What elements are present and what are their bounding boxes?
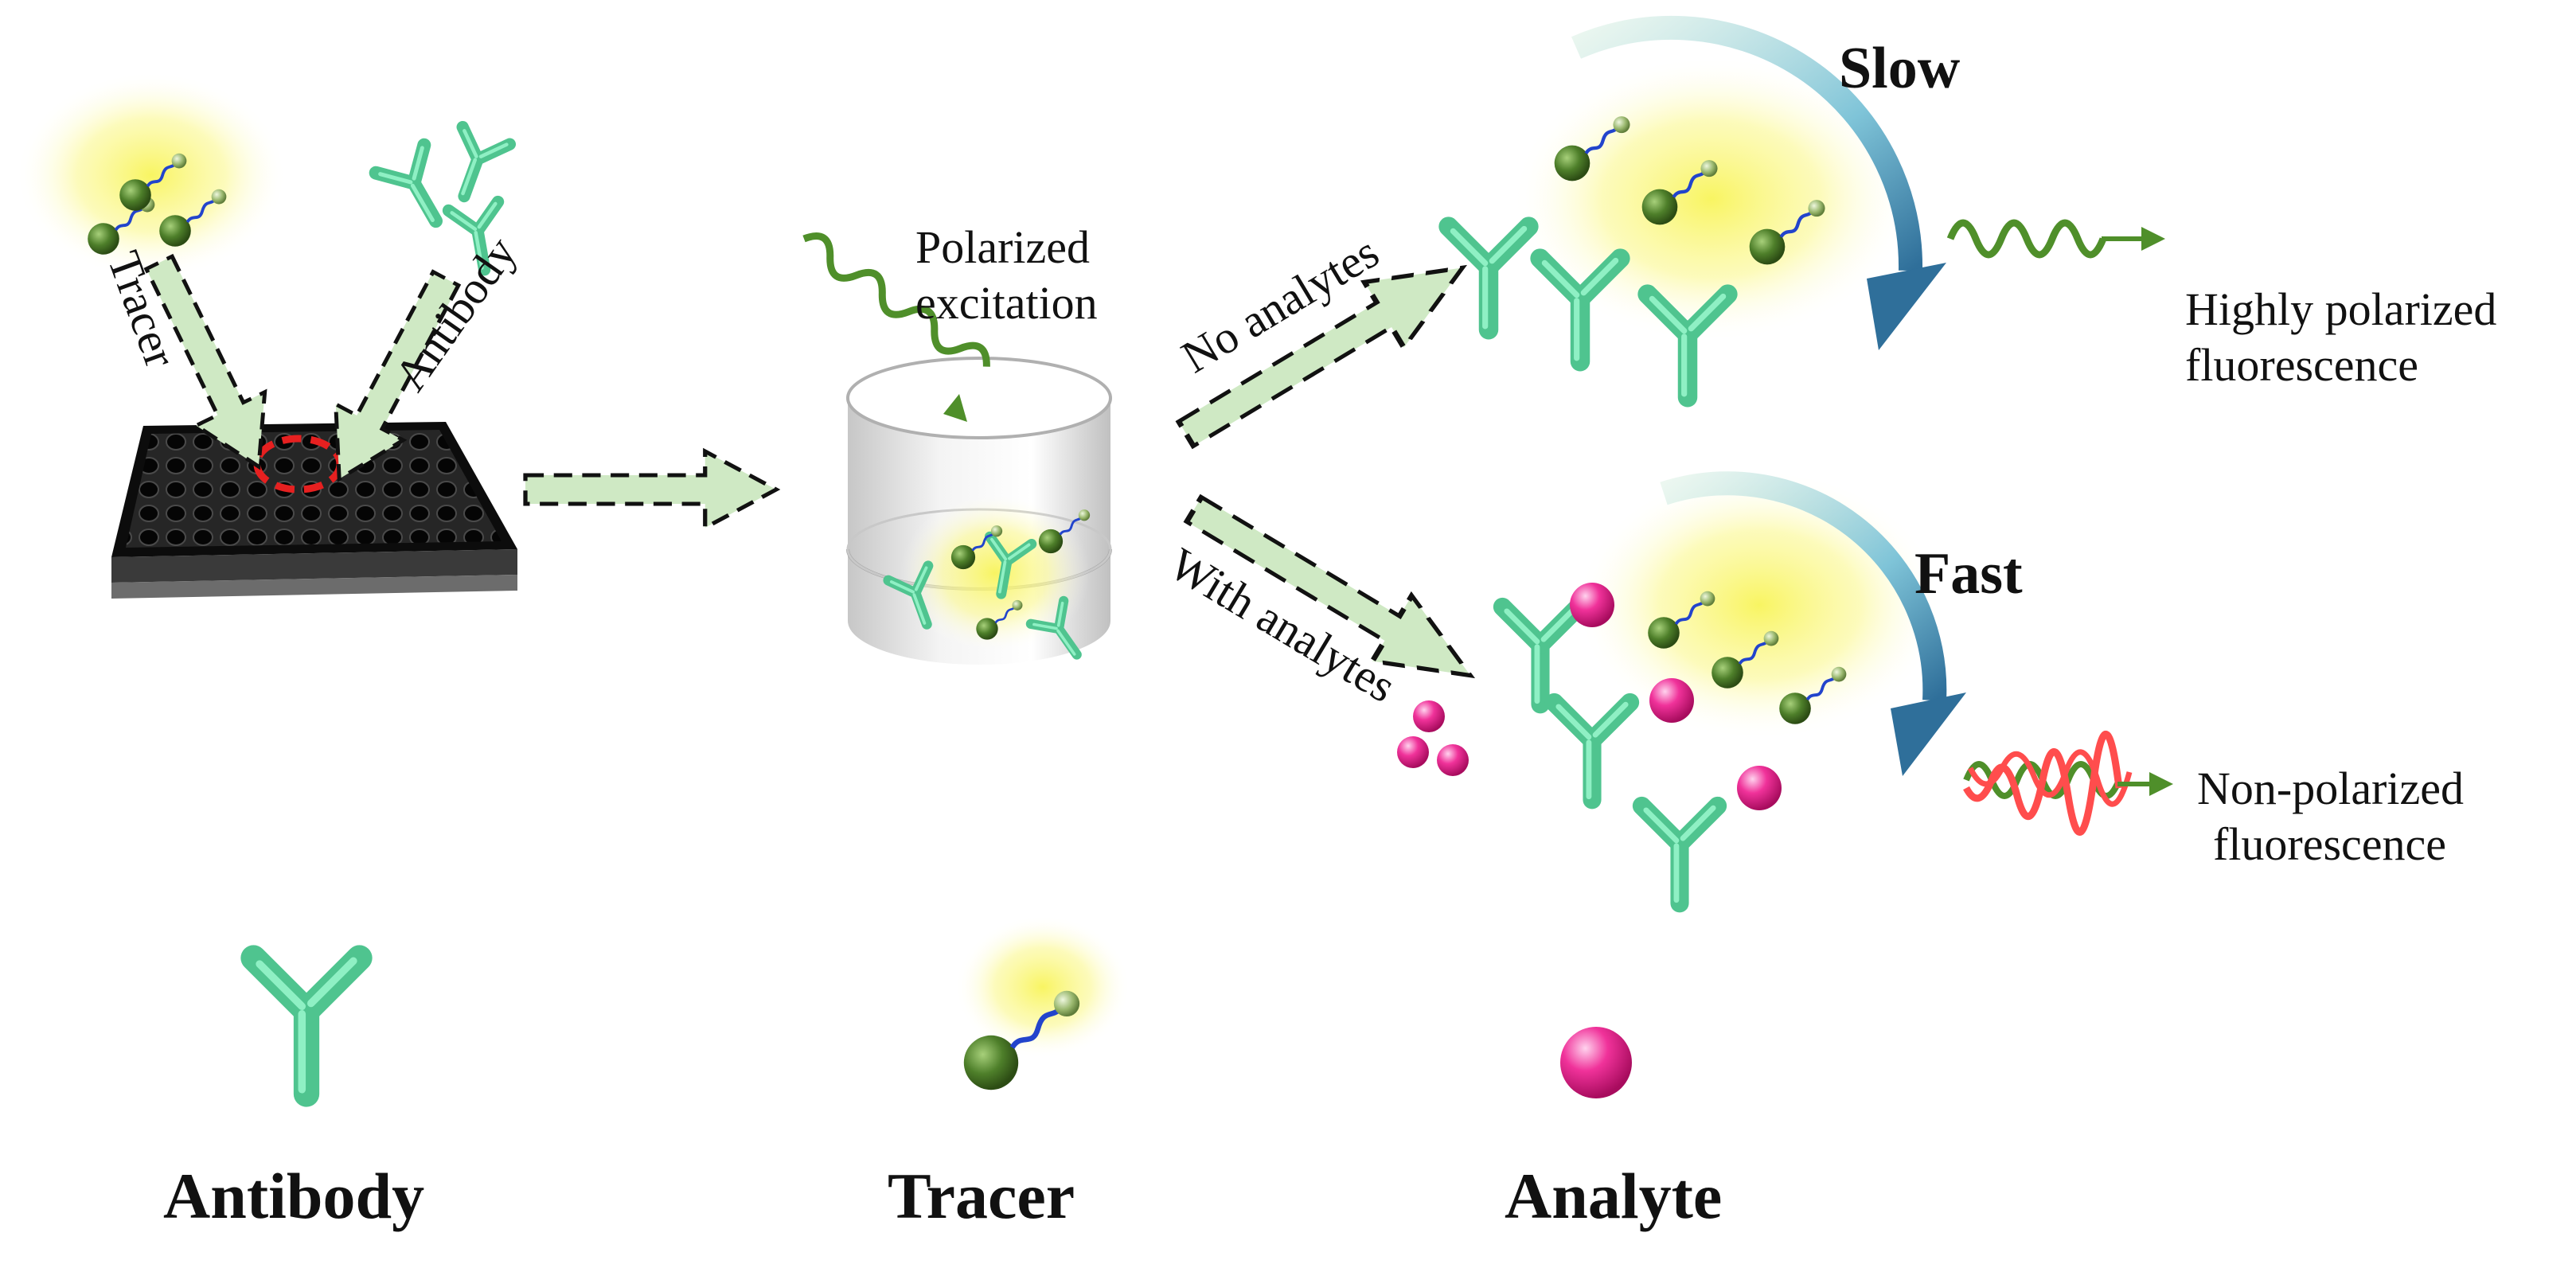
cuvette bbox=[846, 357, 1112, 666]
legend-antibody-label: Antibody bbox=[163, 1160, 424, 1232]
microplate bbox=[111, 422, 517, 599]
analyte bbox=[1649, 678, 1694, 723]
tracer-icon bbox=[955, 915, 1130, 1090]
output-bottom-line2: fluorescence bbox=[2213, 818, 2446, 870]
slow-label: Slow bbox=[1839, 36, 1961, 101]
output-bottom-line1: Non-polarized bbox=[2197, 763, 2464, 814]
plate-to-cuvette-arrow bbox=[525, 451, 776, 528]
polarized-emission-wave bbox=[1946, 219, 2165, 259]
antibody-arrow-label: Antibody bbox=[384, 228, 526, 400]
excitation-wave bbox=[802, 232, 990, 422]
legend-tracer-label: Tracer bbox=[888, 1160, 1075, 1232]
analyte-icon bbox=[1560, 1027, 1632, 1098]
fast-rotation-arrow bbox=[1660, 471, 1966, 776]
analyte bbox=[1570, 583, 1614, 627]
output-top-line1: Highly polarized bbox=[2185, 283, 2496, 335]
analyte bbox=[1737, 766, 1782, 810]
excitation-label-line2: excitation bbox=[915, 277, 1098, 329]
bound-complex-top bbox=[1449, 56, 1911, 397]
tracer-cluster bbox=[16, 72, 287, 279]
fast-label: Fast bbox=[1914, 541, 2023, 607]
legend: Antibody Tracer Analyte bbox=[163, 915, 1722, 1232]
analyte bbox=[1437, 744, 1469, 776]
legend-analyte-label: Analyte bbox=[1505, 1160, 1722, 1232]
antibody-icon bbox=[254, 958, 360, 1094]
slow-rotation-arrow bbox=[1571, 15, 1946, 350]
excitation-label-line1: Polarized bbox=[915, 221, 1090, 273]
analyte bbox=[1413, 700, 1445, 732]
analyte bbox=[1397, 736, 1429, 768]
output-top-line2: fluorescence bbox=[2185, 339, 2418, 391]
depolarized-emission-wave bbox=[1963, 731, 2173, 836]
